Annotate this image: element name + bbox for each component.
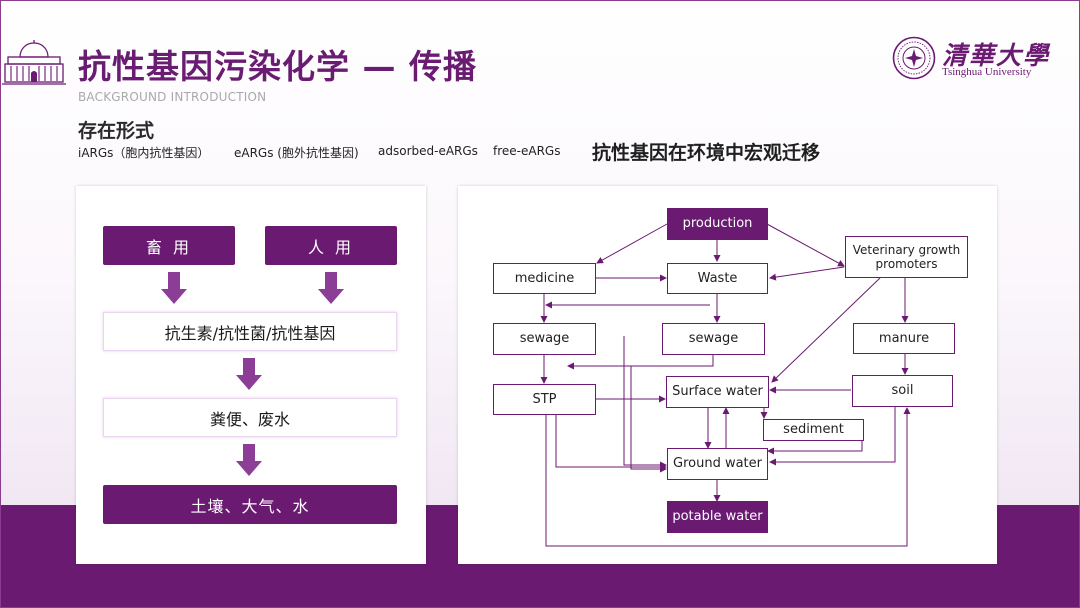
down-arrow-icon (236, 358, 262, 390)
arrow-sewage-ground-water (623, 336, 667, 469)
potable-water-node: potable water (667, 501, 768, 533)
soil-node: soil (852, 375, 953, 407)
form-iargs: iARGs（胞内抗性基因） (78, 146, 210, 160)
sewage-mid-node: sewage (662, 323, 765, 355)
human-use-box: 人 用 (265, 226, 397, 265)
manure-node: manure (853, 323, 955, 354)
waste-node: Waste (667, 263, 768, 294)
production-node: production (667, 208, 768, 240)
page-title: 抗性基因污染化学 — 传播 (78, 47, 477, 86)
livestock-use-box: 畜 用 (103, 226, 235, 265)
form-free-eargs: free-eARGs (493, 144, 561, 158)
arrow-soil-ground-water (769, 407, 896, 466)
sediment-node: sediment (763, 419, 864, 441)
arrow-sewage-ground-water-2 (630, 366, 667, 473)
arrow-veterinary-waste (769, 266, 845, 281)
down-arrow-icon (236, 444, 262, 476)
page-subtitle: BACKGROUND INTRODUCTION (78, 90, 267, 104)
stp-node: STP (493, 384, 596, 415)
arrow-stp-soil-loop (545, 407, 911, 547)
arrow-stp-ground-water (555, 415, 667, 471)
sewage-left-node: sewage (493, 323, 596, 355)
down-arrow-icon (318, 272, 344, 304)
medicine-node: medicine (493, 263, 596, 294)
down-arrow-icon (161, 272, 187, 304)
veterinary-node: Veterinary growth promoters (845, 236, 968, 278)
university-name-en: Tsinghua University (942, 66, 1032, 78)
ground-water-node: Ground water (667, 448, 768, 480)
macro-migration-title: 抗性基因在环境中宏观迁移 (592, 142, 821, 164)
flow-connectors (540, 223, 911, 547)
migration-diagram-panel: production medicine Waste Veterinary gro… (458, 186, 997, 564)
arrow-production-veterinary (766, 223, 845, 267)
source-flow-panel: 畜 用 人 用 抗生素/抗性菌/抗性基因 粪便、废水 土壤、大气、水 (76, 186, 426, 564)
environment-box: 土壤、大气、水 (103, 485, 397, 524)
surface-water-node: Surface water (666, 376, 769, 408)
arrow-veterinary-surface-water (771, 277, 881, 383)
antibiotics-box: 抗生素/抗性菌/抗性基因 (103, 312, 397, 351)
waste-water-box: 粪便、废水 (103, 398, 397, 437)
arrow-production-medicine (596, 223, 668, 264)
section-title: 存在形式 (78, 120, 155, 142)
form-adsorbed-eargs: adsorbed-eARGs (378, 144, 478, 158)
form-eargs: eARGs (胞外抗性基因) (234, 146, 359, 160)
university-seal-icon (892, 36, 936, 80)
university-logo: 清華大學 Tsinghua University (892, 36, 1048, 82)
campus-building-icon (2, 40, 66, 85)
arrow-sewage-to-left (567, 355, 714, 370)
university-name-cn: 清華大學 (942, 41, 1051, 70)
